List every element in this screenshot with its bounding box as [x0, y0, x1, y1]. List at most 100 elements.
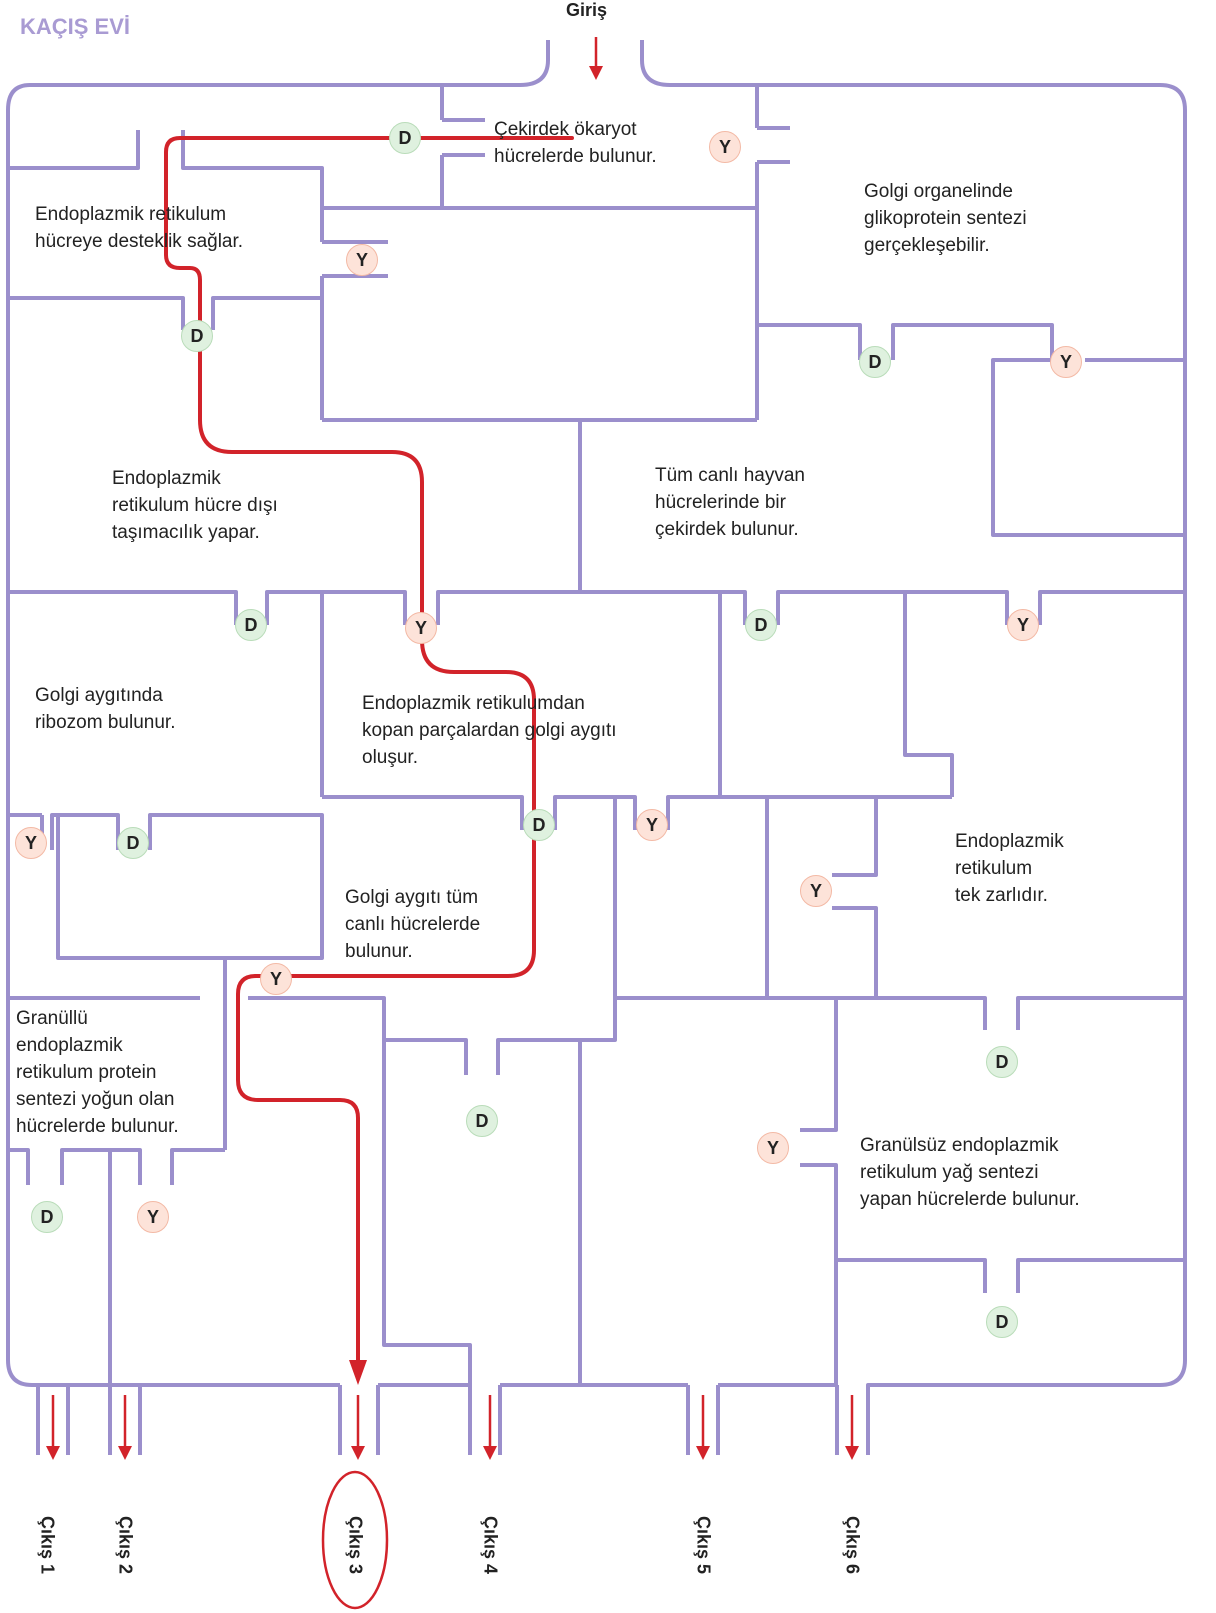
statement-line: sentezi yoğun olan: [16, 1089, 175, 1110]
statement-line: yapan hücrelerde bulunur.: [860, 1189, 1080, 1210]
maze-wall: [666, 795, 952, 830]
statement-line: glikoprotein sentezi: [864, 208, 1027, 229]
maze-wall: [776, 590, 1009, 625]
solution-path: [164, 136, 574, 1372]
maze-wall: [181, 130, 324, 208]
false-badge-b15: Y: [800, 875, 832, 907]
statement-line: hücrelerde bulunur.: [494, 146, 657, 167]
false-badge-b3: Y: [346, 244, 378, 276]
statement-line: Çekirdek ökaryot: [494, 119, 637, 140]
statement-s8: Endoplazmik retikulum tek zarlıdır.: [955, 828, 1064, 909]
true-badge-b4: D: [181, 320, 213, 352]
false-badge-b21: Y: [137, 1201, 169, 1233]
maze-wall: [1016, 1258, 1185, 1293]
statement-line: hücrelerde bulunur.: [16, 1116, 179, 1137]
maze-wall: [991, 358, 1185, 537]
exit-label-3: Çıkış 3: [345, 1515, 366, 1575]
maze-wall: [50, 813, 120, 850]
maze-wall: [436, 590, 747, 625]
exit-arrow-1-head: [46, 1446, 60, 1460]
statement-line: ribozom bulunur.: [35, 712, 176, 733]
statement-s2: Golgi organelinde glikoprotein sentezi ger…: [864, 178, 1027, 259]
true-badge-b9: D: [745, 609, 777, 641]
statement-line: Granüllü: [16, 1008, 88, 1029]
exit-arrow-3-head: [351, 1446, 365, 1460]
maze-wall: [322, 795, 524, 830]
statement-line: gerçekleşebilir.: [864, 235, 990, 256]
statement-line: oluşur.: [362, 747, 418, 768]
maze-wall: [211, 296, 322, 330]
true-badge-b13: D: [523, 809, 555, 841]
entry-arrow-head: [589, 66, 603, 80]
statement-line: Endoplazmik retikulumdan: [362, 693, 585, 714]
statement-line: retikulum protein: [16, 1062, 157, 1083]
statement-line: Golgi organelinde: [864, 181, 1013, 202]
selected-exit-circle: [321, 1470, 389, 1610]
maze-wall: [757, 323, 862, 360]
statement-line: Endoplazmik: [112, 468, 221, 489]
false-badge-b6: Y: [1050, 346, 1082, 378]
maze-wall: [640, 40, 1187, 1455]
statement-line: bulunur.: [345, 941, 413, 962]
maze-wall: [800, 1163, 838, 1385]
false-badge-b14: Y: [636, 809, 668, 841]
page-title: KAÇIŞ EVİ: [20, 14, 131, 39]
statement-line: retikulum: [955, 858, 1033, 879]
statement-s11: Granülsüz endoplazmik retikulum yağ sente…: [860, 1132, 1080, 1213]
true-badge-b17: D: [986, 1046, 1018, 1078]
statement-s1: Çekirdek ökaryot hücrelerde bulunur.: [494, 116, 657, 170]
true-badge-b1: D: [389, 122, 421, 154]
false-badge-b16: Y: [260, 963, 292, 995]
statement-line: kopan parçalardan golgi aygıtı: [362, 720, 617, 741]
statement-line: hücreye desteklik sağlar.: [35, 231, 244, 252]
maze-wall: [832, 906, 878, 998]
statement-line: Golgi aygıtı tüm: [345, 887, 479, 908]
maze-wall: [170, 1148, 225, 1185]
exit-arrow-6-head: [845, 1446, 859, 1460]
maze-wall: [382, 1040, 472, 1385]
false-badge-b11: Y: [15, 827, 47, 859]
exit-label-1: Çıkış 1: [37, 1515, 58, 1575]
exit-label-4: Çıkış 4: [480, 1515, 501, 1575]
statement-line: Endoplazmik: [955, 831, 1064, 852]
statement-line: Tüm canlı hayvan: [655, 465, 805, 486]
maze-wall: [8, 1148, 30, 1185]
maze-wall: [1038, 590, 1185, 625]
statement-line: canlı hücrelerde: [345, 914, 481, 935]
maze-wall: [800, 998, 838, 1132]
statement-line: retikulum yağ sentezi: [860, 1162, 1039, 1183]
maze-wall: [1016, 996, 1185, 1030]
true-badge-b18: D: [466, 1105, 498, 1137]
maze-wall: [6, 40, 550, 1455]
maze-wall: [903, 592, 954, 797]
maze-wall: [60, 1148, 142, 1185]
true-badge-b12: D: [117, 827, 149, 859]
maze-wall: [553, 795, 637, 830]
false-badge-b19: Y: [757, 1132, 789, 1164]
maze-wall: [836, 1258, 987, 1293]
maze-wall: [8, 296, 185, 330]
statement-line: Endoplazmik retikulum: [35, 204, 227, 225]
exit-arrow-2-head: [118, 1446, 132, 1460]
statement-s9: Golgi aygıtı tüm canlı hücrelerde bulunur.: [345, 884, 480, 965]
maze-wall: [56, 813, 324, 960]
exit-label-5: Çıkış 5: [693, 1515, 714, 1575]
maze-wall: [615, 996, 987, 1030]
false-badge-b10: Y: [1007, 609, 1039, 641]
maze-wall: [891, 323, 1054, 360]
maze-wall: [248, 996, 468, 1075]
statement-line: hücrelerinde bir: [655, 492, 786, 513]
statement-line: tek zarlıdır.: [955, 885, 1048, 906]
statement-line: Granülsüz endoplazmik: [860, 1135, 1059, 1156]
maze-wall: [265, 590, 407, 625]
statement-line: taşımacılık yapar.: [112, 522, 260, 543]
exit-arrow-5-head: [696, 1446, 710, 1460]
statement-s3: Endoplazmik retikulum hücreye desteklik s…: [35, 201, 243, 255]
false-badge-b2: Y: [709, 131, 741, 163]
exit-label-6: Çıkış 6: [842, 1515, 863, 1575]
true-badge-b22: D: [986, 1306, 1018, 1338]
